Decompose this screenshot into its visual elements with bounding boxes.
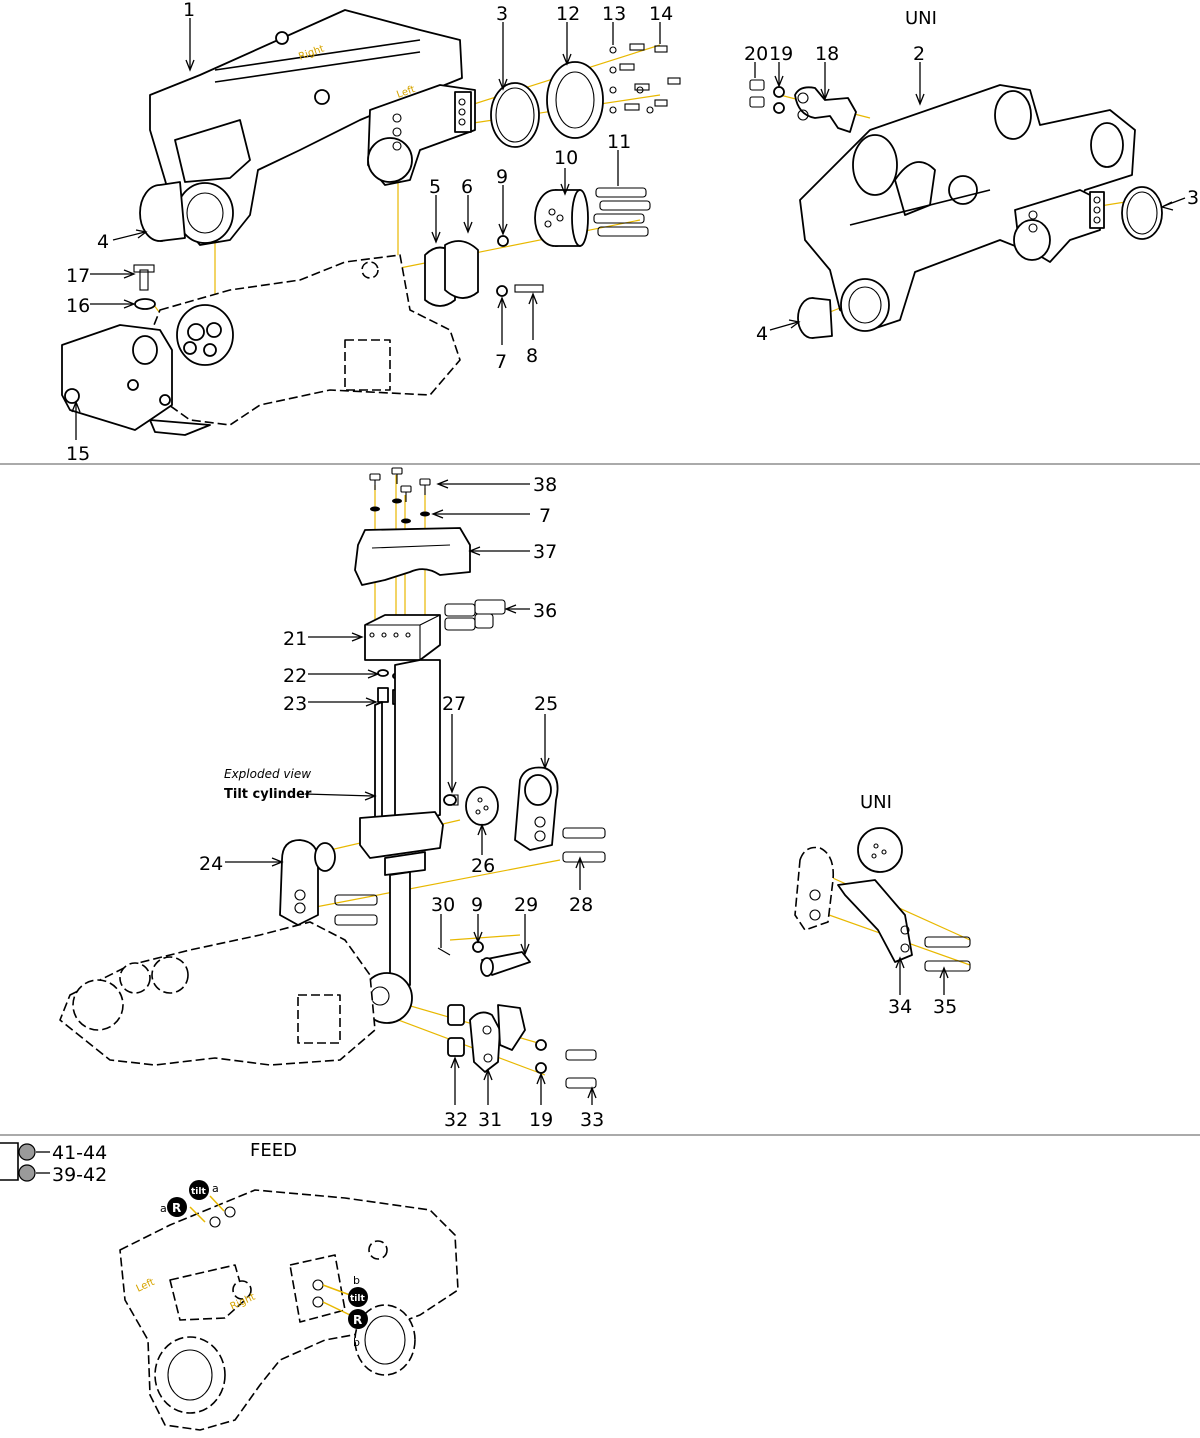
- callout-35: 35: [933, 996, 957, 1018]
- callout-15: 15: [66, 443, 90, 465]
- callout-28: 28: [569, 894, 593, 916]
- feed-marker-r-bottom: R: [353, 1313, 362, 1327]
- feed-port-b-2: b: [353, 1336, 360, 1349]
- feed-marker-r-top: R: [172, 1201, 181, 1215]
- callout-4-uni: 4: [756, 323, 768, 345]
- tilt-callouts: 38 7 37 36 21 22 23 27 25 24 26 28 30 9 …: [199, 474, 604, 1131]
- callout-11: 11: [607, 131, 631, 153]
- feed-marker-tilt-top: tilt: [191, 1187, 206, 1197]
- exploded-view-title: Tilt cylinder: [224, 787, 312, 802]
- uni-middle-callouts: 34 35: [888, 956, 957, 1018]
- callout-6: 6: [461, 176, 473, 198]
- callout-25: 25: [534, 693, 558, 715]
- callout-7-middle: 7: [539, 505, 551, 527]
- callout-7: 7: [495, 351, 507, 373]
- r-marker-icon: [348, 1309, 368, 1329]
- callout-19-middle: 19: [529, 1109, 553, 1131]
- callout-31: 31: [478, 1109, 502, 1131]
- legend-dot-icon: [18, 1143, 36, 1161]
- legend-label-39-42: 39-42: [52, 1164, 107, 1186]
- callout-19: 19: [769, 43, 793, 65]
- feed-port-a-2: a: [212, 1182, 219, 1195]
- section-title-feed: FEED: [250, 1140, 297, 1161]
- callout-33: 33: [580, 1109, 604, 1131]
- callout-26: 26: [471, 855, 495, 877]
- callout-16: 16: [66, 295, 90, 317]
- uni-bracket-drawing: [794, 827, 971, 972]
- callout-32: 32: [444, 1109, 468, 1131]
- callout-13: 13: [602, 3, 626, 25]
- feed-port-a-1: a: [160, 1202, 167, 1215]
- callout-18: 18: [815, 43, 839, 65]
- tilt-marker-icon: [189, 1180, 209, 1200]
- feed-port-b-1: b: [353, 1274, 360, 1287]
- callout-14: 14: [649, 3, 673, 25]
- callout-4: 4: [97, 231, 109, 253]
- callout-36: 36: [533, 600, 557, 622]
- section-title-uni-top: UNI: [905, 8, 937, 29]
- callout-37: 37: [533, 541, 557, 563]
- feed-frame-drawing: Left Right R tilt a a tilt R b b: [119, 1180, 459, 1431]
- callout-5: 5: [429, 176, 441, 198]
- callout-10: 10: [554, 147, 578, 169]
- callout-9: 9: [496, 166, 508, 188]
- top-frame-drawing: Right Left: [61, 9, 681, 436]
- callout-3: 3: [496, 3, 508, 25]
- callout-8: 8: [526, 345, 538, 367]
- tilt-marker-icon: [348, 1287, 368, 1307]
- uni-top-callouts: 20 19 18 2 3 4: [744, 43, 1199, 345]
- callout-29: 29: [514, 894, 538, 916]
- callout-12: 12: [556, 3, 580, 25]
- callout-1: 1: [183, 0, 195, 21]
- callout-23: 23: [283, 693, 307, 715]
- tilt-cylinder-drawing: [59, 467, 971, 1089]
- r-marker-icon: [167, 1197, 187, 1217]
- callout-38: 38: [533, 474, 557, 496]
- legend-label-41-44: 41-44: [52, 1142, 107, 1164]
- callout-24: 24: [199, 853, 223, 875]
- uni-frame-drawing: [749, 79, 1163, 339]
- callout-9-middle: 9: [471, 894, 483, 916]
- callout-30: 30: [431, 894, 455, 916]
- callout-17: 17: [66, 265, 90, 287]
- top-callouts: 1 3 12 13 14 4 17 16 15 5 6 9 10 11 7 8: [66, 0, 673, 465]
- callout-22: 22: [283, 665, 307, 687]
- callout-21: 21: [283, 628, 307, 650]
- section-title-uni-middle: UNI: [860, 792, 892, 813]
- legend: 41-44 39-42: [0, 1142, 107, 1186]
- callout-34: 34: [888, 996, 912, 1018]
- exploded-view-caption: Exploded view: [224, 767, 311, 781]
- legend-dot-icon: [18, 1164, 36, 1182]
- callout-20: 20: [744, 43, 768, 65]
- callout-27: 27: [442, 693, 466, 715]
- feed-marker-tilt-bottom: tilt: [350, 1294, 365, 1304]
- callout-3-uni: 3: [1187, 187, 1199, 209]
- callout-2: 2: [913, 43, 925, 65]
